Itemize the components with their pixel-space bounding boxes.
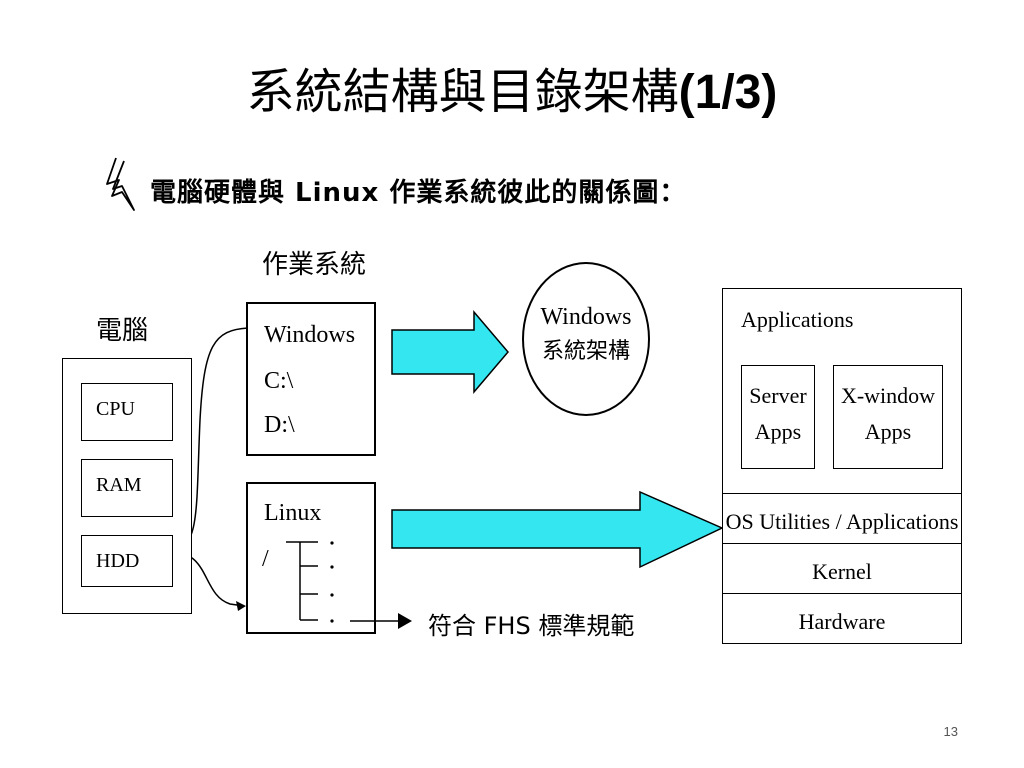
- xwindow-apps-line2: Apps: [864, 419, 912, 444]
- computer-box: CPU RAM HDD: [62, 358, 192, 614]
- windows-arch-circle: Windows 系統架構: [522, 262, 650, 416]
- xwindow-apps-box: X-window Apps: [833, 365, 943, 469]
- hdd-to-linux-arrowhead: [236, 601, 246, 611]
- linux-name: Linux: [264, 500, 322, 526]
- diagram-subtitle: 電腦硬體與 Linux 作業系統彼此的關係圖：: [150, 178, 687, 208]
- title-text: 系統結構與目錄架構: [246, 64, 679, 120]
- hardware-row: Hardware: [798, 609, 886, 634]
- windows-name: Windows: [264, 322, 356, 348]
- title-suffix: (1/3): [678, 66, 778, 119]
- fhs-arrowhead: [398, 613, 412, 629]
- os-section-label: 作業系統: [262, 250, 367, 280]
- windows-arch-line1: Windows: [540, 304, 632, 330]
- hdd-item: HDD: [81, 535, 173, 587]
- windows-arch-line2: 系統架構: [541, 339, 630, 364]
- linux-stack: Applications Server Apps X-window Apps O…: [722, 288, 962, 644]
- slide-title: 系統結構與目錄架構(1/3): [0, 62, 1024, 123]
- os-utilities-row: OS Utilities / Applications: [725, 509, 959, 534]
- stack-divider-3: [723, 593, 961, 594]
- linux-directory-tree: [286, 541, 318, 621]
- stack-divider-1: [723, 493, 961, 494]
- fhs-note: 符合 FHS 標準規範: [428, 612, 635, 640]
- drive-d: D:\: [264, 412, 295, 438]
- cpu-item: CPU: [81, 383, 173, 441]
- server-apps-line2: Apps: [754, 419, 802, 444]
- server-apps-line1: Server: [749, 383, 807, 408]
- server-apps-box: Server Apps: [741, 365, 815, 469]
- computer-label: 電腦: [96, 316, 149, 346]
- stack-divider-2: [723, 543, 961, 544]
- xwindow-apps-line1: X-window: [840, 383, 936, 408]
- linux-tree-dots: [330, 541, 334, 623]
- drive-c: C:\: [264, 368, 294, 394]
- kernel-row: Kernel: [812, 559, 872, 584]
- applications-label: Applications: [741, 307, 854, 332]
- windows-arch-arrow: [391, 309, 509, 395]
- lightning-bolt-icon: [106, 157, 135, 211]
- linux-root-dir: /: [262, 546, 269, 572]
- linux-box: Linux /: [246, 482, 376, 634]
- windows-box: Windows C:\ D:\: [246, 302, 376, 456]
- linux-stack-arrow: [391, 490, 724, 569]
- page-number: 13: [943, 724, 958, 739]
- ram-item: RAM: [81, 459, 173, 517]
